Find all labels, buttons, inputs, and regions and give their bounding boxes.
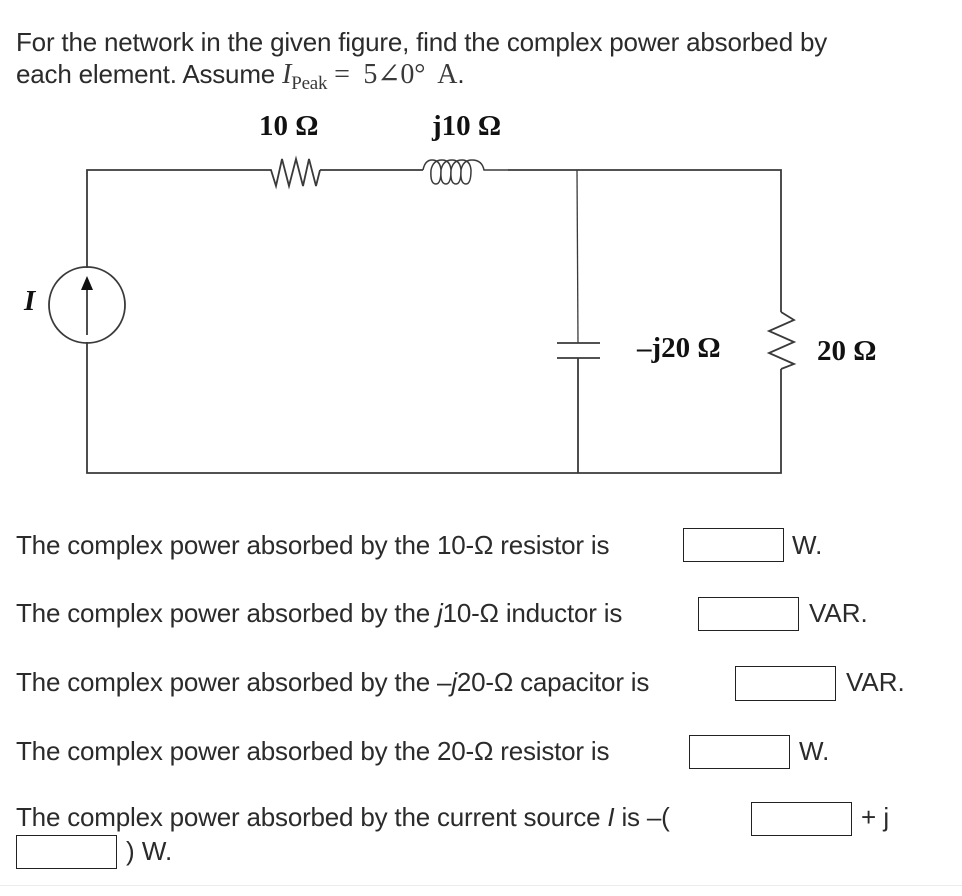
- resistor-20-label: 20 Ω: [817, 335, 876, 367]
- unit-label: VAR.: [846, 667, 905, 697]
- question-text: The complex power absorbed by the 10-Ω r…: [16, 530, 610, 560]
- source-symbol: I: [607, 802, 615, 832]
- period: .: [457, 59, 465, 89]
- question-current-source: The complex power absorbed by the curren…: [16, 800, 670, 834]
- resistor-10-power-input[interactable]: [683, 528, 784, 562]
- wire-left-top: [86, 169, 266, 268]
- unit-label: ) W.: [126, 836, 173, 866]
- question-text: The complex power absorbed by the –: [16, 667, 452, 697]
- resistor-20-ohm-symbol: [766, 311, 797, 370]
- question-text: The complex power absorbed by the 20-Ω r…: [16, 736, 610, 766]
- wire-top-right: [508, 169, 782, 312]
- unit-label: W.: [792, 530, 823, 560]
- capacitor-power-input[interactable]: [735, 666, 836, 701]
- resistor-10-label: 10 Ω: [259, 110, 318, 142]
- question-resistor-20: The complex power absorbed by the 20-Ω r…: [16, 734, 609, 768]
- equals-sign: =: [334, 59, 350, 90]
- plus-j-label: + j: [861, 802, 890, 832]
- source-power-real-input[interactable]: [751, 802, 852, 836]
- question-text-end: is –(: [614, 802, 670, 832]
- problem-line-2: each element. Assume IPeak = 5∠0° A.: [16, 58, 946, 100]
- source-label: I: [23, 285, 37, 317]
- inductor-power-input[interactable]: [698, 597, 799, 631]
- unit-label: VAR.: [809, 598, 868, 628]
- imaginary-unit: j: [437, 598, 443, 628]
- current-subscript: Peak: [291, 73, 328, 94]
- inductor-label: j10 Ω: [431, 110, 501, 142]
- resistor-20-power-input[interactable]: [689, 735, 790, 769]
- question-text: The complex power absorbed by the curren…: [16, 802, 608, 832]
- imaginary-unit: j: [451, 667, 457, 697]
- current-unit: A: [437, 59, 458, 90]
- current-phasor-value: 5∠0°: [363, 59, 426, 90]
- question-inductor: The complex power absorbed by the j10-Ω …: [16, 596, 622, 630]
- inductor-j10-symbol: [422, 159, 508, 185]
- circuit-diagram: I 10 Ω j10 Ω –j20 Ω 20 Ω: [23, 110, 876, 474]
- question-text-end: 10-Ω inductor is: [442, 598, 623, 628]
- current-symbol: I: [282, 59, 292, 90]
- question-resistor-10: The complex power absorbed by the 10-Ω r…: [16, 528, 609, 562]
- problem-line-1: For the network in the given figure, fin…: [16, 27, 828, 57]
- unit-label: W.: [799, 736, 830, 766]
- problem-statement: For the network in the given figure, fin…: [16, 26, 946, 100]
- problem-line-2-text: each element. Assume: [16, 59, 276, 89]
- resistor-10-ohm-symbol: [266, 155, 321, 190]
- question-capacitor: The complex power absorbed by the –j20-Ω…: [16, 665, 649, 699]
- divider: [0, 885, 962, 886]
- wire-right-bottom: [86, 342, 782, 474]
- source-power-imag-input[interactable]: [16, 835, 117, 869]
- arrow-up-icon: [81, 276, 93, 290]
- capacitor-label: –j20 Ω: [636, 332, 721, 364]
- current-source-symbol: [48, 266, 126, 344]
- current-peak-expression: IPeak = 5∠0° A: [282, 59, 458, 94]
- wire-capacitor-top: [576, 169, 579, 344]
- question-text-end: 20-Ω capacitor is: [456, 667, 650, 697]
- question-text: The complex power absorbed by the: [16, 598, 437, 628]
